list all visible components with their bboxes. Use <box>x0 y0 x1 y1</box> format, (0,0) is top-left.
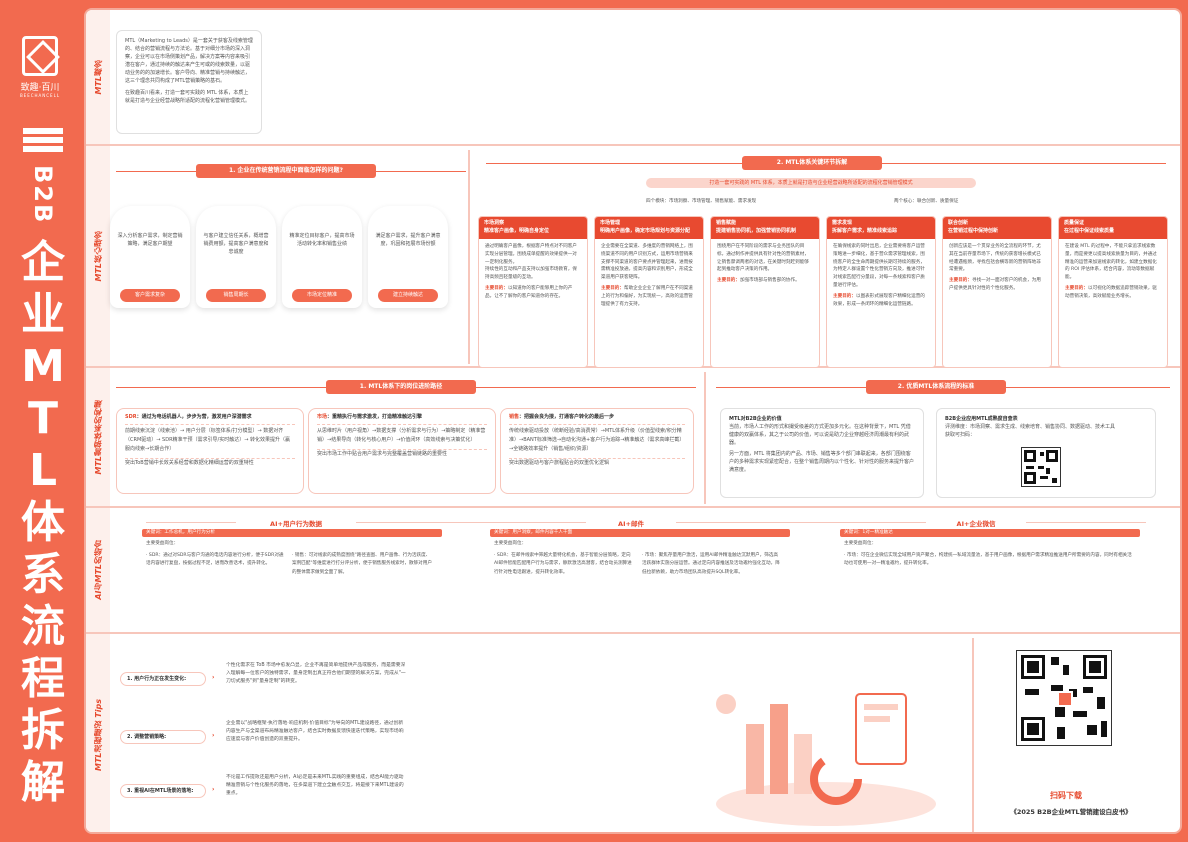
side-title-char: 程 <box>21 653 65 704</box>
qr-logo-icon <box>1057 691 1073 707</box>
problem-badge: 建立持续触达 <box>378 289 438 302</box>
module-column: 销售赋能 提建销售协同机，加强营销协同机制围绕用户在不同阶段的需求与业务团队的目… <box>710 216 820 368</box>
chevron-right-icon: › <box>212 732 215 739</box>
concept-p2: 在致趣百川看来，打造一套可实践的 MTL 体系，本质上就是打造与企业经营战略所适… <box>125 90 251 104</box>
row-label: MTL流程建设 Tips <box>86 634 110 832</box>
section-title: 2. 优质MTL体系流程的标准 <box>866 380 1006 394</box>
ai-role-text: · SDR：通过对SDR与客户沟通的电话内容进行分析，便于SDR对通话内容进行复… <box>146 553 284 567</box>
chevron-right-icon: › <box>212 674 215 681</box>
ai-col-title: AI+邮件 <box>586 518 676 528</box>
qr-code-icon[interactable] <box>1016 650 1112 746</box>
maturity-card: B2B企业应用MTL成熟度自查表 评测维度：市场洞察、需求生成、线索培育、销售协… <box>936 408 1156 498</box>
ai-keyword-bar: 关键词：用户洞察，邮件内容千人千面 <box>490 529 790 537</box>
side-title-b2b: B2B <box>29 165 57 225</box>
tip-label: 3. 重视AI在MTL场景的落地: <box>120 784 206 798</box>
left-banner: 致趣·百川 BEECHANCELL B2B 企 业 M T L 体 系 流 程 … <box>0 0 84 842</box>
key-banner: 打造一套可实践的 MTL 体系，本质上就是打造与企业经营战略所适配的流程化营销管… <box>646 178 976 188</box>
module-column: 市场管理 明确用户画像，确定市场规划与资源分配企业需要在全渠道、多维度的营销网络… <box>594 216 704 368</box>
module-column: 市场洞察 精准客户画像，明确自身定位通过明确客户画像，根据客户特点对不同客户实现… <box>478 216 588 368</box>
row-label: MTL营销体系的构建 <box>86 368 110 506</box>
side-title-char: L <box>28 445 58 496</box>
row-tips: MTL流程建设 Tips 1. 用户行为正在发生变化: › 个性化需求在 ToB… <box>86 634 1180 832</box>
cores-tag: 两个核心：联合创新、质量保证 <box>894 199 959 204</box>
problem-badge: 客户需求复杂 <box>120 289 180 302</box>
row-system-build: MTL营销体系的构建 1. MTL体系下的岗位进阶路径 SDR：通过为电话机器人… <box>86 368 1180 508</box>
ai-lead: 主要受益岗位： <box>494 541 527 546</box>
side-title: B2B 企 业 M T L 体 系 流 程 拆 解 <box>14 128 72 808</box>
side-title-char: 企 <box>21 237 65 288</box>
problem-card: 深入分析客户需求，制定营销策略，满足客户期望客户需求复杂 <box>110 206 190 308</box>
ai-keyword-bar: 关键词：1对一精准触达 <box>840 529 1140 537</box>
row-ai-mtl: AI与MTL的结合 AI+用户行为数据 AI+邮件 AI+企业微信 关键词：工作… <box>86 508 1180 634</box>
concept-card: MTL（Marketing to Leads）是一套关于获客及线索管理的、结合的… <box>116 30 262 134</box>
concept-p1: MTL（Marketing to Leads）是一套关于获客及线索管理的、结合的… <box>125 38 253 84</box>
whitepaper-title: 《2025 B2B企业MTL营销建设白皮书》 <box>1010 808 1132 816</box>
ai-role-text: · SDR：在邮件线索中筛越大量特化机会，基于智能分层策略，定向AI邮件智能匹配… <box>494 553 632 575</box>
bars-icon <box>23 128 63 152</box>
ai-col-title: AI+企业微信 <box>926 518 1026 528</box>
side-title-char: 拆 <box>21 705 65 756</box>
ai-lead: 主要受益岗位： <box>844 541 877 546</box>
side-title-char: M <box>21 341 65 392</box>
problem-card: 精准定位目标客户，提高市场活动转化率和销售业绩市场定位精准 <box>282 206 362 308</box>
ai-role-text: · 市场：聚焦存量用户激活，运用AI邮件精准触达沉默用户，筛选高活跃群体实施分层… <box>642 553 780 575</box>
ai-keyword-bar: 关键词：工作总机，用户行为分析 <box>142 529 442 537</box>
problem-card: 与客户建立信任关系，概增营销费用额，提高客户满意度和忠诚度销售周期长 <box>196 206 276 308</box>
side-title-char: T <box>27 393 58 444</box>
side-title-char: 解 <box>21 757 65 808</box>
role-box: 销售：把握会良为接，打通客户转化的最后一步传统线索驱动投放（统断经验/高消费常）… <box>500 408 694 494</box>
side-title-char: 业 <box>21 289 65 340</box>
row-label: MTL概念 <box>86 10 110 144</box>
modules-tag: 四个模块：市场洞察、市场管理、销售赋能、需求发现 <box>646 199 757 204</box>
side-title-char: 流 <box>21 601 65 652</box>
row-label: MTL核心理念 <box>86 146 110 366</box>
module-column: 质量保证 在过程中保证线索质量在建设 MTL 的过程中，不能只拿追求线索数量，而… <box>1058 216 1168 368</box>
chevron-right-icon: › <box>212 786 215 793</box>
tip-text: 不论是工作提效还是用户分析，AI必定是未来MTL实践的重要组成，结合AI能力驱动… <box>226 775 404 797</box>
tip-label: 2. 调整营销策略: <box>120 730 206 744</box>
row-mtl-concept: MTL概念 MTL（Marketing to Leads）是一套关于获客及线索管… <box>86 10 1180 146</box>
role-box: SDR：通过为电话机器人，步步为营，激发用户深潜需求前期线索沉淀（线索池）→ 用… <box>116 408 304 494</box>
module-column: 联合创新 在营销过程中保持创新创新应该是一个贯穿业务的全流程的环节，尤其在当前存… <box>942 216 1052 368</box>
row-label: AI与MTL的结合 <box>86 508 110 632</box>
side-title-char: 体 <box>21 497 65 548</box>
problem-card: 满足客户需求，提升客户满意度，巩固和拓展市场份额建立持续触达 <box>368 206 448 308</box>
problem-badge: 销售周期长 <box>206 289 266 302</box>
ai-role-text: · 销售：可对线索的成熟度围绕"路径查图、用户画像、行为活跃度、案例匹配"等维度… <box>292 553 432 575</box>
module-column: 需求发现 拆解客户需求，精准线索追踪在确保线索的同时出后，企业需要将客户运营策略… <box>826 216 936 368</box>
brand-name: 致趣·百川 <box>20 83 60 93</box>
tip-text: 个性化需求在 ToB 市场中愈发凸显，企业不再是简单地提供产品或服务，而是需要深… <box>226 663 406 685</box>
main-panel: MTL概念 MTL（Marketing to Leads）是一套关于获客及线索管… <box>84 8 1182 834</box>
row-core-idea: MTL核心理念 1. 企业在传统营销流程中面临怎样的问题? 深入分析客户需求，制… <box>86 146 1180 368</box>
section-title: 1. MTL体系下的岗位进阶路径 <box>326 380 476 394</box>
brand-logo: 致趣·百川 BEECHANCELL <box>18 36 62 98</box>
section-title: 2. MTL体系关键环节拆解 <box>742 156 882 170</box>
side-title-char: 系 <box>21 549 65 600</box>
tip-label: 1. 用户行为正在发生变化: <box>120 672 206 686</box>
download-label: 扫码下载 <box>1050 791 1082 800</box>
ai-lead: 主要受益岗位： <box>146 541 179 546</box>
logo-icon <box>22 36 58 76</box>
tip-text: 企业需以"战略框架·执行落地·响应机制·价值目标"为导向的MTL建设路径，通过创… <box>226 721 404 743</box>
problem-badge: 市场定位精准 <box>292 289 352 302</box>
ai-role-text: · 市场：可在企业微信实现全域用户资产聚合，构建统一私域流量池，基于用户画像，根… <box>844 553 1132 567</box>
value-card: MTL对B2B企业的价值 当前，市场人工作的形式和撮受级差的方式更加多元化。在这… <box>720 408 924 498</box>
role-box: 市场：重精执行与需求激发，打造精准触达引擎从思维时片（用户视角）→数据支撑（分析… <box>308 408 496 494</box>
section-title: 1. 企业在传统营销流程中面临怎样的问题? <box>196 164 376 178</box>
decorative-illustration <box>716 693 936 826</box>
brand-sub: BEECHANCELL <box>19 93 61 98</box>
ai-col-title: AI+用户行为数据 <box>236 518 356 528</box>
qr-code-icon <box>1021 447 1061 487</box>
